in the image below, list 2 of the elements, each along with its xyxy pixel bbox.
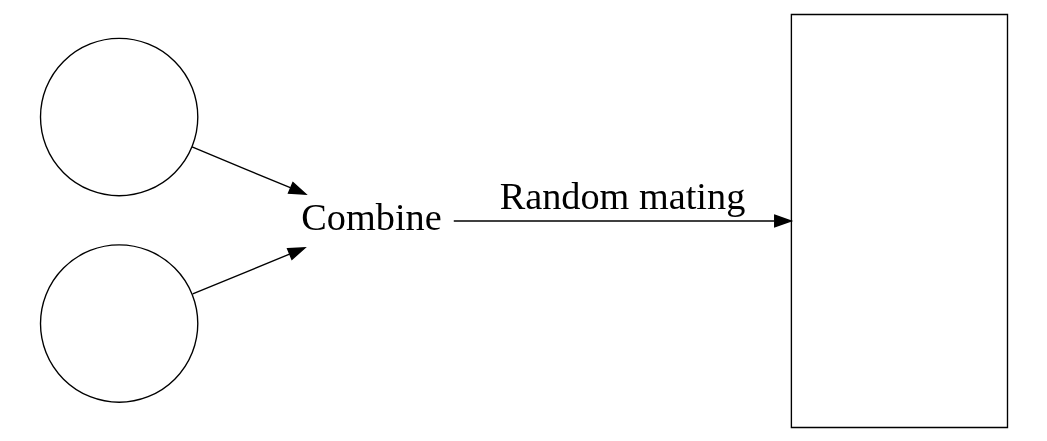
node-text: Combine [300,195,442,238]
edge-label: Random mating [499,174,745,217]
